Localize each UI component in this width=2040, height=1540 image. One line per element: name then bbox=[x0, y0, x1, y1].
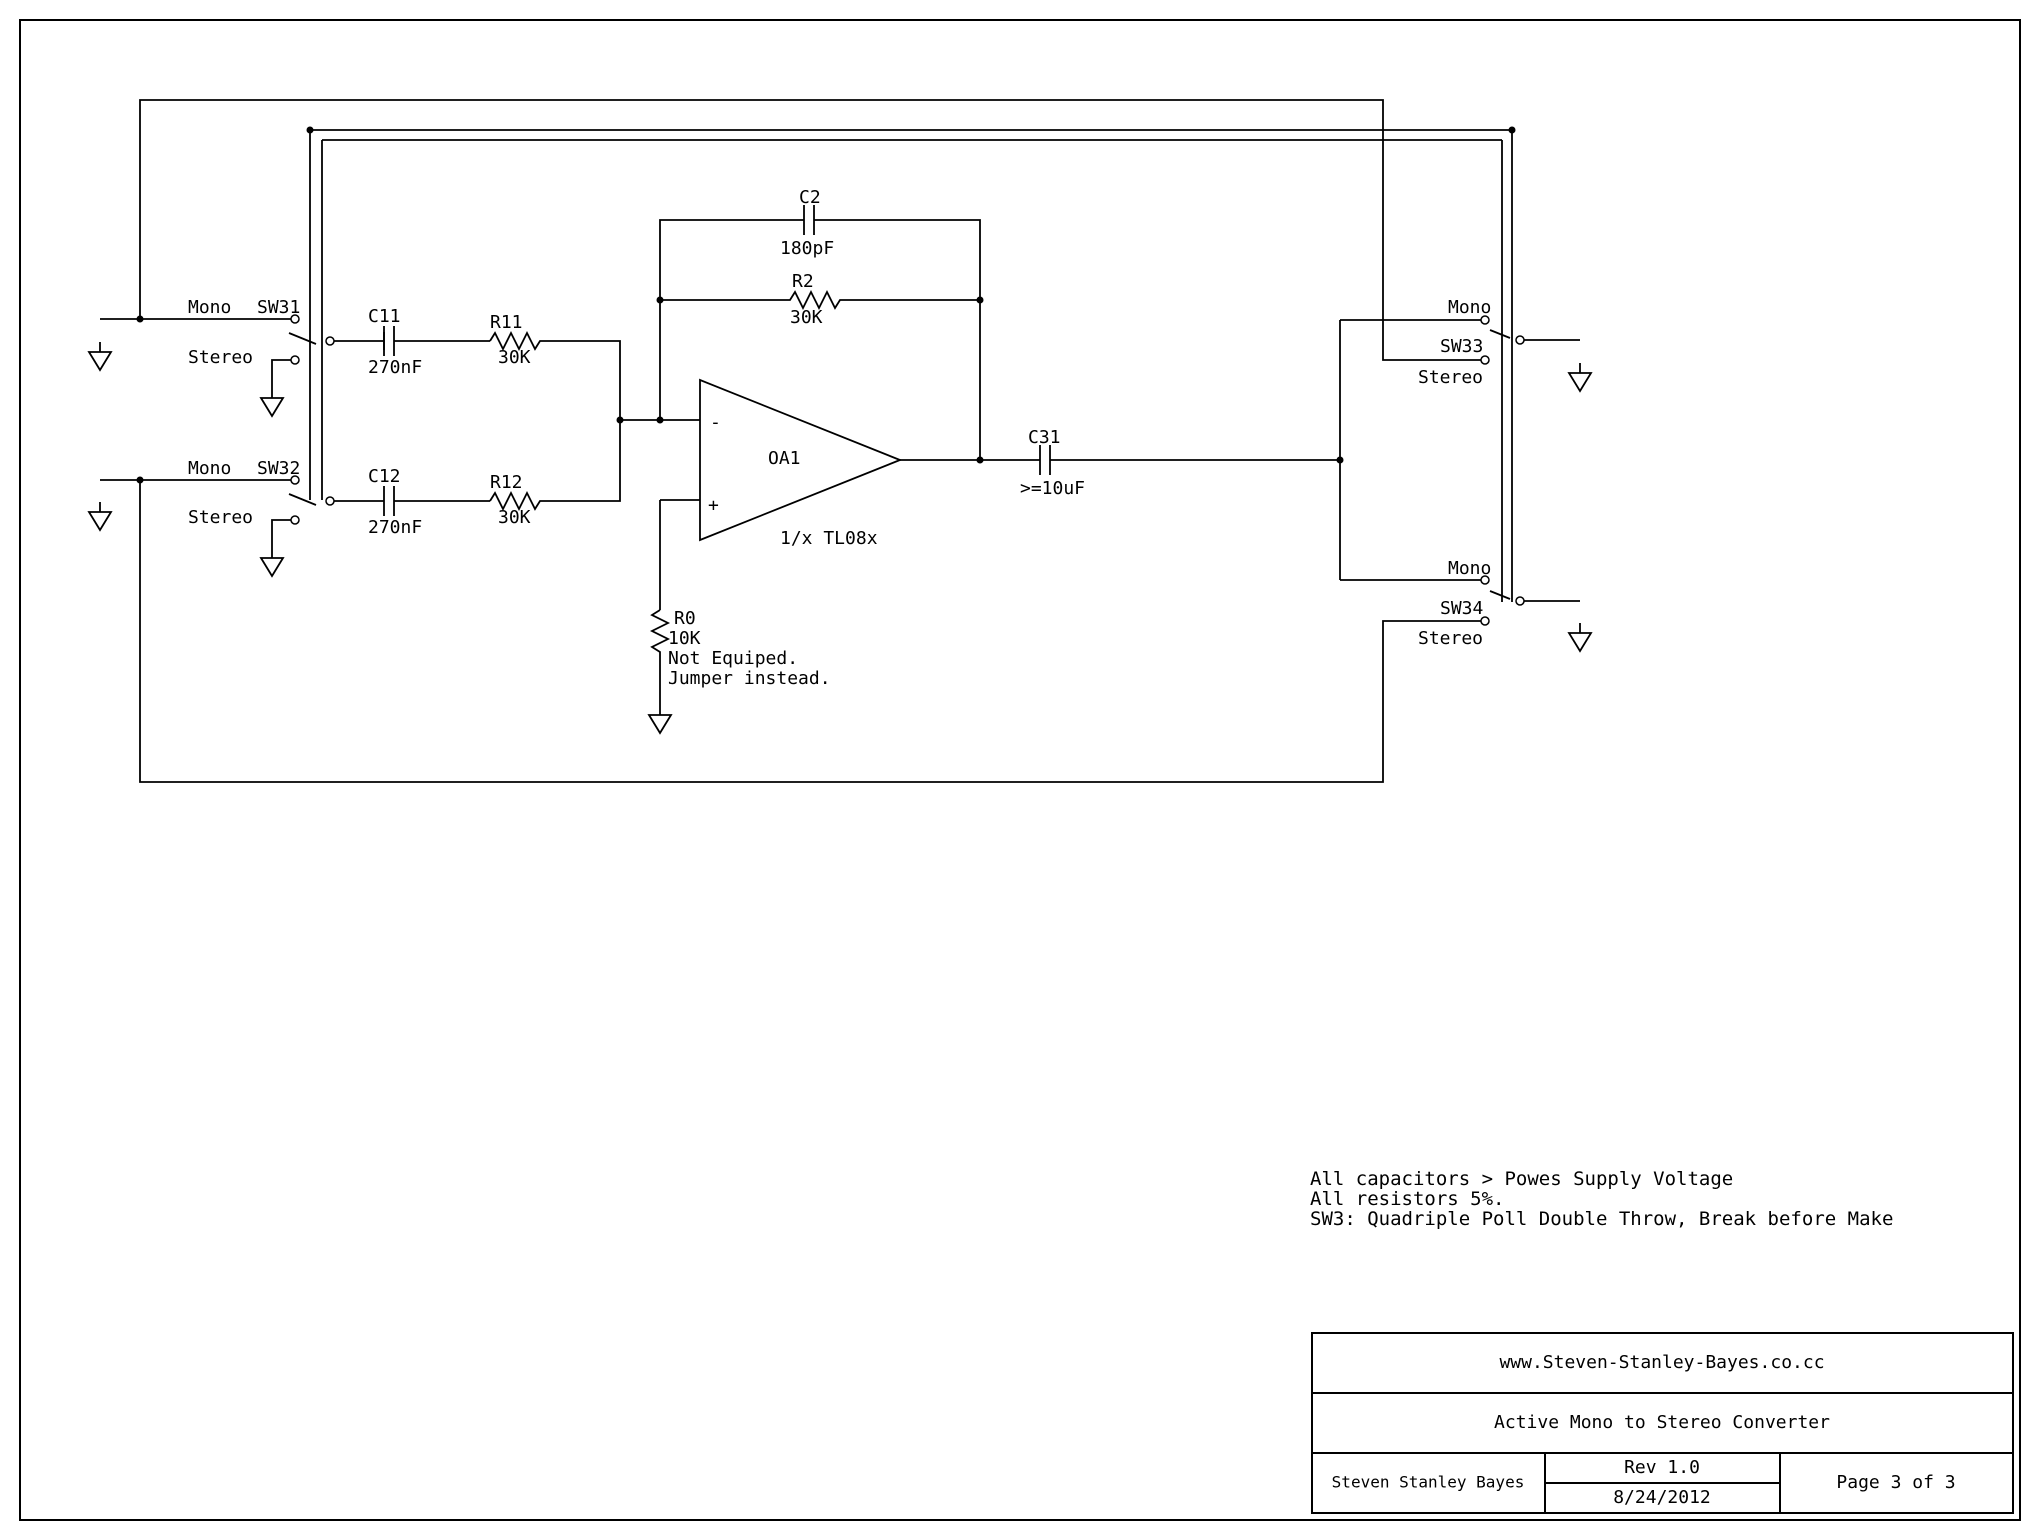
c11-capacitor bbox=[383, 326, 490, 356]
label-sw34: SW34 bbox=[1440, 598, 1483, 619]
label-stereo-sw34: Stereo bbox=[1418, 628, 1483, 649]
title-block-title: Active Mono to Stereo Converter bbox=[1494, 1412, 1830, 1433]
output-switch-sw34 bbox=[1340, 575, 1593, 653]
label-r2-value: 30K bbox=[790, 307, 823, 328]
r11-resistor bbox=[489, 330, 621, 420]
label-sw33: SW33 bbox=[1440, 336, 1483, 357]
label-c2: C2 bbox=[799, 187, 821, 208]
input-1-circuit bbox=[87, 314, 384, 418]
design-notes: All capacitors > Powes Supply Voltage Al… bbox=[1310, 1168, 1893, 1230]
sheet-border bbox=[19, 19, 2021, 1521]
r0-resistor bbox=[647, 609, 673, 735]
label-r12: R12 bbox=[490, 472, 523, 493]
label-r2: R2 bbox=[792, 271, 814, 292]
title-block-date: 8/24/2012 bbox=[1613, 1487, 1711, 1508]
note-line-2: All resistors 5%. bbox=[1310, 1188, 1504, 1210]
title-block-rev: Rev 1.0 bbox=[1624, 1457, 1700, 1478]
outer-loop-wires bbox=[139, 99, 1488, 783]
r12-resistor bbox=[489, 420, 621, 512]
note-line-3: SW3: Quadriple Poll Double Throw, Break … bbox=[1310, 1208, 1893, 1230]
op-amp-oa1 bbox=[659, 378, 1040, 610]
label-c11-value: 270nF bbox=[368, 357, 422, 378]
label-c12-value: 270nF bbox=[368, 517, 422, 538]
label-c31-value: >=10uF bbox=[1020, 478, 1085, 499]
label-opamp-plus: + bbox=[708, 495, 719, 516]
label-r11-value: 30K bbox=[498, 347, 531, 368]
title-block-website: www.Steven-Stanley-Bayes.co.cc bbox=[1499, 1352, 1824, 1373]
output-switch-sw33 bbox=[1340, 315, 1593, 393]
label-oa1: OA1 bbox=[768, 448, 801, 469]
input-2-ground-symbol bbox=[87, 502, 285, 578]
title-block: www.Steven-Stanley-Bayes.co.cc Active Mo… bbox=[1311, 1332, 2014, 1514]
switch-gang-link bbox=[306, 126, 1516, 602]
c12-capacitor bbox=[383, 486, 490, 516]
feedback-network bbox=[656, 205, 984, 460]
component-labels: C2 180pF R2 30K C11 270nF R11 30K C12 27… bbox=[188, 187, 1491, 689]
label-c11: C11 bbox=[368, 306, 401, 327]
label-sw32: SW32 bbox=[257, 458, 300, 479]
label-mono-sw31: Mono bbox=[188, 297, 231, 318]
label-c12: C12 bbox=[368, 466, 401, 487]
summing-junction bbox=[616, 416, 700, 424]
label-r11: R11 bbox=[490, 312, 523, 333]
input-2-circuit bbox=[87, 475, 384, 578]
label-r0-note-1: Not Equiped. bbox=[668, 648, 798, 669]
label-stereo-sw32: Stereo bbox=[188, 507, 253, 528]
label-opamp-minus: - bbox=[710, 412, 721, 433]
label-oa1-part: 1/x TL08x bbox=[780, 528, 878, 549]
label-c2-value: 180pF bbox=[780, 238, 834, 259]
label-c31: C31 bbox=[1028, 427, 1061, 448]
label-stereo-sw33: Stereo bbox=[1418, 367, 1483, 388]
label-r0-note-2: Jumper instead. bbox=[668, 668, 831, 689]
input-1-ground-symbol bbox=[87, 342, 285, 418]
title-block-author: Steven Stanley Bayes bbox=[1332, 1473, 1525, 1492]
label-stereo-sw31: Stereo bbox=[188, 347, 253, 368]
label-mono-sw34: Mono bbox=[1448, 558, 1491, 579]
label-mono-sw33: Mono bbox=[1448, 297, 1491, 318]
label-sw31: SW31 bbox=[257, 297, 300, 318]
label-r12-value: 30K bbox=[498, 507, 531, 528]
note-line-1: All capacitors > Powes Supply Voltage bbox=[1310, 1168, 1733, 1190]
label-r0-value: 10K bbox=[668, 628, 701, 649]
title-block-page: Page 3 of 3 bbox=[1836, 1472, 1955, 1493]
c31-capacitor bbox=[1039, 320, 1344, 580]
label-r0: R0 bbox=[674, 608, 696, 629]
label-mono-sw32: Mono bbox=[188, 458, 231, 479]
